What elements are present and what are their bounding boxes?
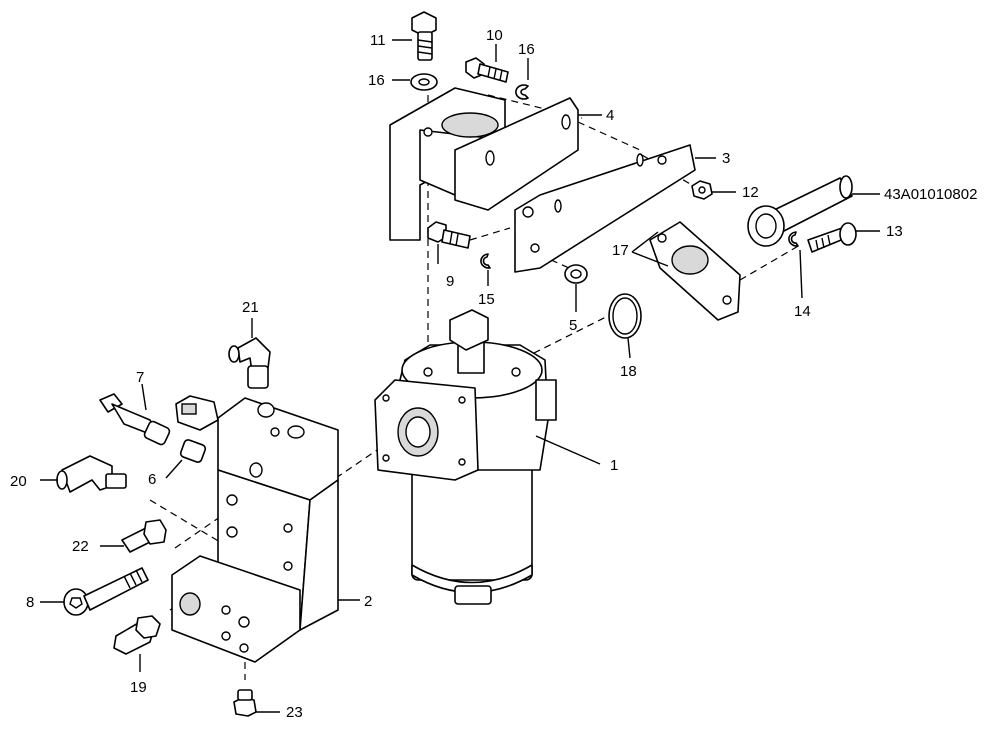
callout-15: 15: [478, 291, 495, 308]
callout-16-left: 16: [368, 72, 385, 89]
callout-1: 1: [610, 457, 618, 474]
callout-labels: 1 2 3 4 5 6 7 8 9 10 11 12 13 14 15 16 1…: [10, 27, 977, 721]
callout-4: 4: [606, 107, 614, 124]
part-4-bracket: [389, 87, 602, 241]
part-16-washer: [410, 73, 438, 91]
callout-17: 17: [612, 242, 629, 259]
callout-8: 8: [26, 594, 34, 611]
callout-5: 5: [569, 317, 577, 334]
callout-part-number: 43A01010802: [884, 186, 977, 203]
part-22-nipple: [100, 519, 167, 553]
callout-16-right: 16: [518, 41, 535, 58]
part-15-lock-washer: [480, 253, 491, 286]
callout-19: 19: [130, 679, 147, 696]
leader-lines: [392, 39, 529, 81]
part-3-plate: [514, 144, 716, 273]
callout-2: 2: [364, 593, 372, 610]
part-8-cap-screw: [40, 567, 149, 616]
part-12-nut: [691, 180, 736, 200]
part-21-elbow-fitting: [228, 318, 271, 389]
part-13-bolt: [807, 222, 880, 253]
part-23-plug: [233, 689, 280, 717]
callout-6: 6: [148, 471, 156, 488]
part-2-manifold-block: [171, 397, 360, 663]
part-5-washer: [564, 264, 588, 312]
part-1-filter-housing: [374, 309, 601, 605]
part-16-lock-washer: [515, 84, 529, 100]
part-19-fitting: [113, 615, 161, 672]
callout-9: 9: [446, 273, 454, 290]
callout-23: 23: [286, 704, 303, 721]
part-43a01010802-sleeve: [747, 175, 880, 247]
callout-20: 20: [10, 473, 27, 490]
part-7-pressure-switch: [99, 383, 171, 446]
part-9-bolt: [427, 221, 471, 264]
part-14-lock-washer: [788, 231, 803, 299]
part-17-flange: [631, 221, 741, 321]
part-6-plug-fitting: [165, 439, 207, 479]
callout-13: 13: [886, 223, 903, 240]
callout-7: 7: [136, 369, 144, 386]
part-18-o-ring: [608, 293, 642, 359]
callout-11: 11: [370, 32, 386, 49]
callout-3: 3: [722, 150, 730, 167]
connector-fitting: [175, 395, 219, 431]
part-10-bolt: [465, 57, 509, 83]
callout-21: 21: [242, 299, 259, 316]
part-11-bolt: [411, 11, 437, 61]
callout-12: 12: [742, 184, 759, 201]
callout-18: 18: [620, 363, 637, 380]
callout-22: 22: [72, 538, 89, 555]
callout-10: 10: [486, 27, 503, 44]
callout-14: 14: [794, 303, 811, 320]
part-20-elbow-fitting: [40, 455, 127, 493]
